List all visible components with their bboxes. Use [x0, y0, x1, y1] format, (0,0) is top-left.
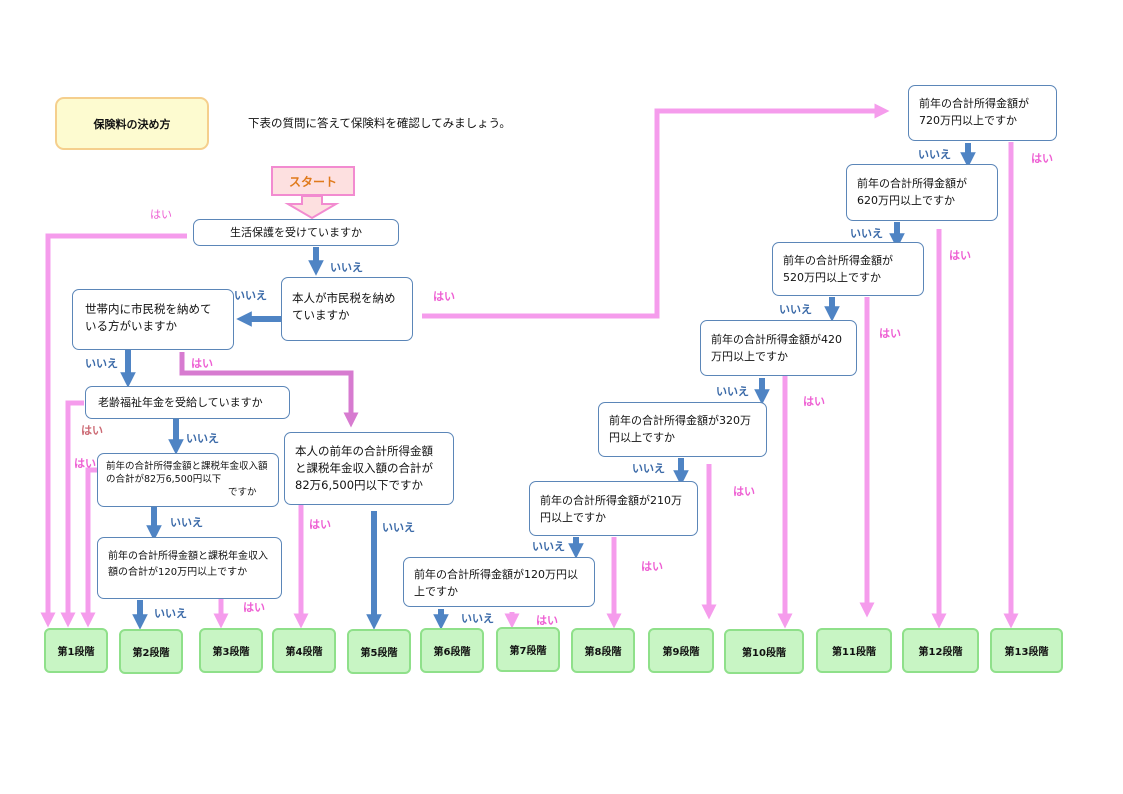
label-no-q720: いいえ: [918, 148, 951, 161]
arrow-yes-welfare: [40, 233, 187, 628]
arrow-yes-income-a: [80, 467, 97, 628]
label-no-self-tax: いいえ: [234, 289, 267, 302]
label-no-income-self: いいえ: [382, 521, 415, 534]
question-income-self: 本人の前年の合計所得金額と課税年金収入額の合計が 82万6,500円以下ですか: [284, 432, 454, 505]
arrow-yes-household: [179, 352, 359, 428]
question-q720: 前年の合計所得金額が720万円以上ですか: [908, 85, 1057, 141]
label-yes-pension: はい: [81, 424, 103, 437]
label-yes-household: はい: [191, 357, 213, 370]
label-no-household: いいえ: [85, 357, 118, 370]
label-yes-income-b: はい: [243, 601, 265, 614]
question-q520: 前年の合計所得金額が520万円以上ですか: [772, 242, 924, 296]
label-yes-q520: はい: [879, 327, 901, 340]
stage-12: 第12段階: [902, 628, 979, 673]
start-box: スタート: [271, 166, 355, 196]
question-self-tax: 本人が市民税を納めていますか: [281, 277, 413, 341]
label-no-income-b: いいえ: [154, 607, 187, 620]
stage-7: 第7段階: [496, 627, 560, 672]
question-q420: 前年の合計所得金額が420万円以上ですか: [700, 320, 857, 376]
arrow-yes-self-tax: [422, 103, 890, 319]
label-yes-welfare: はい: [150, 208, 172, 221]
question-pension: 老齢福祉年金を受給していますか: [85, 386, 290, 419]
stage-2: 第2段階: [119, 629, 183, 674]
label-yes-q620: はい: [949, 249, 971, 262]
question-household-tax: 世帯内に市民税を納めている方がいますか: [72, 289, 234, 350]
label-yes-self-tax: はい: [433, 290, 455, 303]
stage-9: 第9段階: [648, 628, 714, 673]
question-income-a: 前年の合計所得金額と課税年金収入額の合計が82万6,500円以下 ですか: [97, 453, 279, 507]
start-arrow: [284, 195, 340, 220]
intro-text: 下表の質問に答えて保険料を確認してみましょう。: [248, 116, 511, 130]
label-yes-q420: はい: [803, 395, 825, 408]
stage-3: 第3段階: [199, 628, 263, 673]
page-title: 保険料の決め方: [55, 97, 209, 150]
label-yes-q120: はい: [536, 614, 558, 627]
label-yes-income-self: はい: [309, 518, 331, 531]
label-no-q420: いいえ: [716, 385, 749, 398]
question-income-b: 前年の合計所得金額と課税年金収入額の合計が120万円以上ですか: [97, 537, 282, 599]
label-yes-q720: はい: [1031, 152, 1053, 165]
label-no-pension: いいえ: [186, 432, 219, 445]
question-q620: 前年の合計所得金額が620万円以上ですか: [846, 164, 998, 221]
question-welfare: 生活保護を受けていますか: [193, 219, 399, 246]
label-no-q520: いいえ: [779, 303, 812, 316]
label-yes-q320: はい: [733, 485, 755, 498]
label-no-welfare: いいえ: [330, 261, 363, 274]
label-no-q120: いいえ: [461, 612, 494, 625]
label-no-income-a: いいえ: [170, 516, 203, 529]
label-yes-q210: はい: [641, 560, 663, 573]
label-no-q620: いいえ: [850, 227, 883, 240]
stage-6: 第6段階: [420, 628, 484, 673]
question-q120: 前年の合計所得金額が120万円以上ですか: [403, 557, 595, 607]
stage-5: 第5段階: [347, 629, 411, 674]
stage-8: 第8段階: [571, 628, 635, 673]
label-yes-income-a: はい: [74, 457, 96, 470]
question-q320: 前年の合計所得金額が320万円以上ですか: [598, 402, 767, 457]
stage-13: 第13段階: [990, 628, 1063, 673]
label-no-q210: いいえ: [532, 540, 565, 553]
stage-11: 第11段階: [816, 628, 892, 673]
arrow-yes-pension: [60, 400, 84, 628]
stage-1: 第1段階: [44, 628, 108, 673]
stage-10: 第10段階: [724, 629, 804, 674]
label-no-q320: いいえ: [632, 462, 665, 475]
stage-4: 第4段階: [272, 628, 336, 673]
question-q210: 前年の合計所得金額が210万円以上ですか: [529, 481, 698, 536]
